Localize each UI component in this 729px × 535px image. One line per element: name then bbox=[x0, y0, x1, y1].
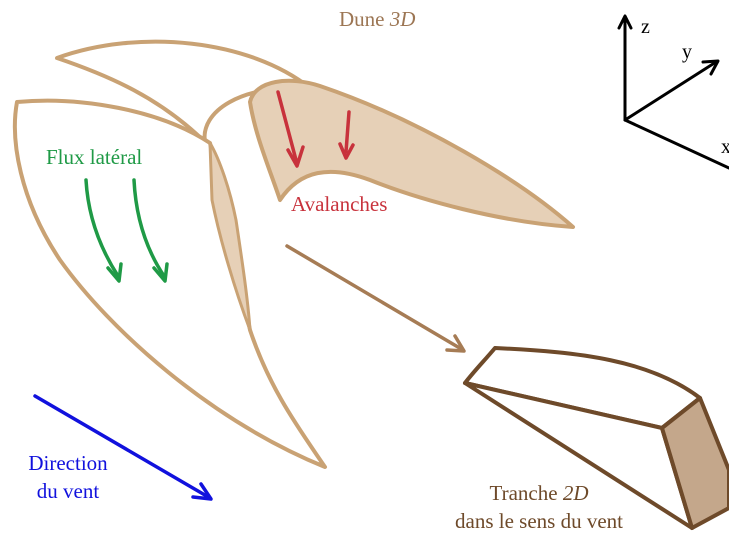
lateral-arrow-1 bbox=[84, 178, 120, 278]
axis-x-line bbox=[623, 118, 729, 170]
lateral-flux-label: Flux latéral bbox=[46, 145, 142, 169]
avalanche-arrow-1-head bbox=[286, 145, 305, 168]
lateral-arrow-2 bbox=[132, 178, 166, 278]
wind-arrow bbox=[33, 394, 213, 501]
lateral-arrow-2-head bbox=[152, 262, 169, 283]
axis-z-arrowhead bbox=[617, 14, 633, 30]
avalanche-arrow-2 bbox=[344, 110, 351, 154]
connector-arrow bbox=[285, 244, 466, 353]
avalanches-label: Avalanches bbox=[291, 192, 387, 216]
lateral-flux-arrows bbox=[84, 178, 169, 283]
slice-top-face bbox=[463, 346, 702, 430]
dune-upper-horn bbox=[55, 39, 312, 144]
axis-y-line bbox=[623, 60, 718, 122]
dune-left-wing-slip-face bbox=[208, 141, 252, 332]
axis-z-label: z bbox=[641, 16, 650, 38]
dune-slip-face bbox=[248, 78, 575, 229]
slice-side-face bbox=[660, 396, 729, 530]
axis-x-label: x bbox=[721, 136, 729, 158]
avalanche-arrows bbox=[276, 90, 355, 168]
dune-left-wing bbox=[12, 98, 327, 469]
wind-direction-label-line2: du vent bbox=[37, 479, 100, 503]
slice-label-line1: Tranche 2D bbox=[490, 481, 589, 505]
axes-triad bbox=[617, 14, 729, 170]
slice-label-line2: dans le sens du vent bbox=[455, 509, 623, 533]
slice-2d-block bbox=[463, 346, 729, 530]
wind-direction-label-line1: Direction bbox=[28, 451, 108, 475]
avalanche-arrow-1 bbox=[276, 90, 298, 162]
axis-y-label: y bbox=[682, 41, 692, 63]
lateral-arrow-1-head bbox=[106, 262, 123, 283]
avalanche-arrow-2-head bbox=[338, 142, 355, 160]
axis-y-arrowhead bbox=[701, 59, 720, 76]
title: Dune 3D bbox=[339, 7, 415, 31]
